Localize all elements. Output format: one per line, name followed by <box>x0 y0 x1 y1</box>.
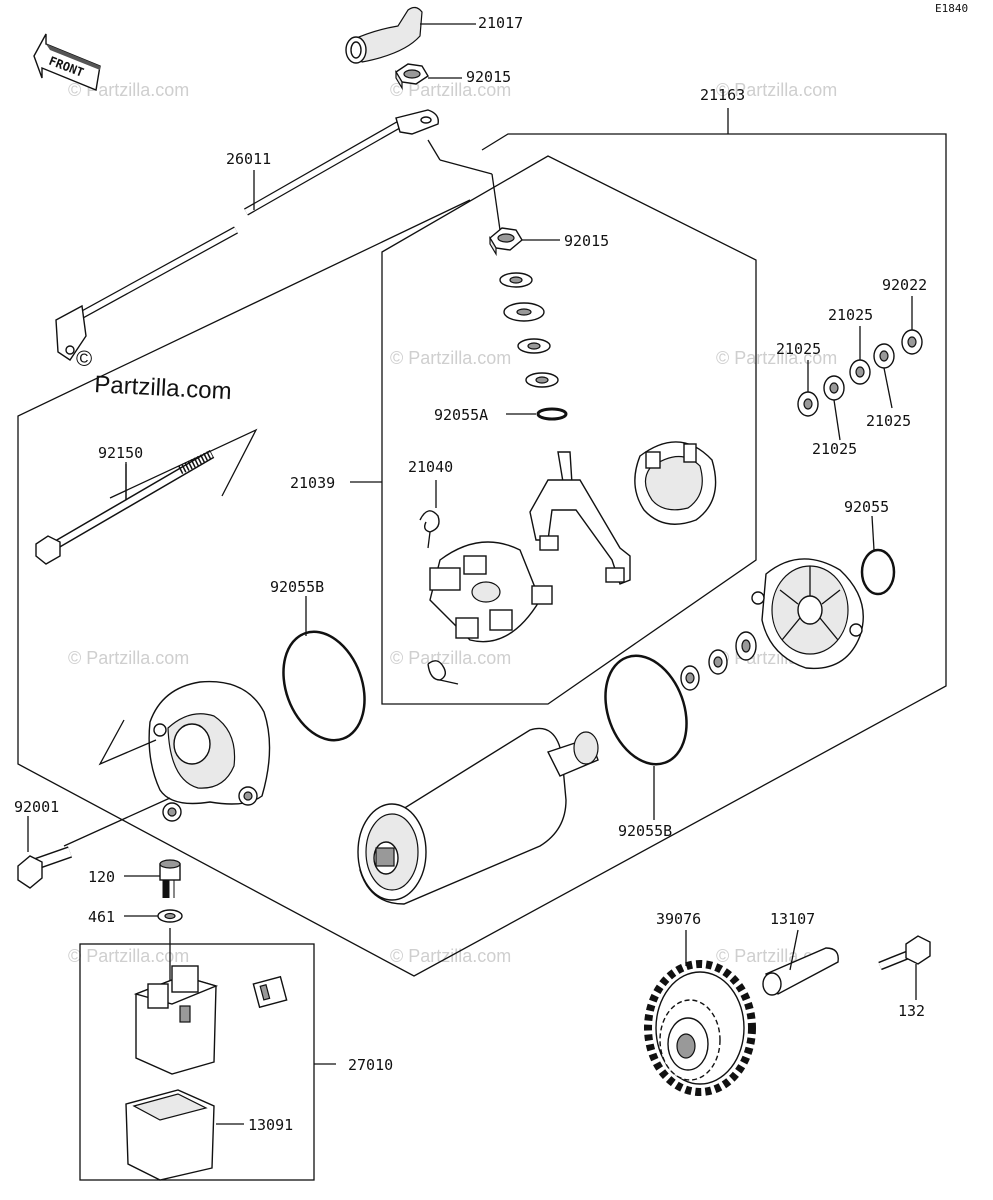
callout-92150: 92150 <box>98 444 143 462</box>
brush-holder-box <box>381 155 757 705</box>
callout-39076: 39076 <box>656 910 701 928</box>
callout-21025: 21025 <box>812 440 857 458</box>
watermark: © Partzilla.com <box>68 946 189 966</box>
small-spring <box>427 660 459 685</box>
callout-92055: 92055 <box>844 498 889 516</box>
starter-cable <box>55 109 439 361</box>
callout-21163: 21163 <box>700 86 745 104</box>
gear-shaft <box>762 947 839 996</box>
front-cover <box>148 680 271 822</box>
terminal-cap <box>345 6 423 64</box>
callout-92015: 92015 <box>564 232 609 250</box>
brand-watermark-text: Partzilla.com <box>94 371 233 405</box>
callout-132: 132 <box>898 1002 925 1020</box>
starter-relay <box>133 965 219 1075</box>
callout-13091: 13091 <box>248 1116 293 1134</box>
assembly-outline <box>17 133 947 977</box>
washer-small-stack <box>680 631 757 691</box>
callout-21040: 21040 <box>408 458 453 476</box>
watermark: © Partzilla.com <box>390 648 511 668</box>
brush-holder-plate <box>429 541 553 643</box>
callout-21017: 21017 <box>478 14 523 32</box>
rear-cover <box>751 558 864 670</box>
fuse <box>252 975 288 1009</box>
nut-top <box>395 63 429 91</box>
brush-spring <box>419 510 440 549</box>
screw-120 <box>159 859 181 898</box>
callout-26011: 26011 <box>226 150 271 168</box>
o-ring-92055B-right <box>604 654 688 766</box>
brush-plate <box>529 451 631 585</box>
o-ring-92055 <box>860 548 896 596</box>
watermark: © Partzilla.com <box>716 80 837 100</box>
long-bolt <box>35 449 215 565</box>
brush-ring <box>634 441 717 525</box>
front-arrow: FRONT <box>33 33 101 91</box>
callout-21025: 21025 <box>776 340 821 358</box>
leader-line <box>439 159 493 175</box>
washer-461 <box>157 909 183 923</box>
callout-92022: 92022 <box>882 276 927 294</box>
callout-21025: 21025 <box>828 306 873 324</box>
watermark: © Partzilla.com <box>716 348 837 368</box>
leader-line <box>427 139 441 161</box>
watermark: © Partzilla.com <box>68 80 189 100</box>
watermark: © Partzilla.com <box>390 80 511 100</box>
watermark: © Partzilla.com <box>68 648 189 668</box>
callout-120: 120 <box>88 868 115 886</box>
leader-line <box>491 173 501 231</box>
washer-stack <box>499 272 568 421</box>
callout-92055B: 92055B <box>618 822 672 840</box>
callout-92055A: 92055A <box>434 406 488 424</box>
diagram-code: E1840 <box>935 2 968 15</box>
starter-motor <box>357 727 599 905</box>
callout-92001: 92001 <box>14 798 59 816</box>
svg-text:©: © <box>76 346 92 371</box>
watermark: © Partzilla.com <box>390 348 511 368</box>
nut-mid <box>489 227 523 257</box>
brand-watermark: © Partzilla.com <box>76 346 232 405</box>
mount-bolt <box>17 846 72 889</box>
callout-21039: 21039 <box>290 474 335 492</box>
callout-27010: 27010 <box>348 1056 393 1074</box>
callout-13107: 13107 <box>770 910 815 928</box>
relay-cover <box>125 1089 215 1181</box>
relay-box-outline <box>79 943 315 1181</box>
idle-gear <box>644 960 756 1096</box>
callout-92055B: 92055B <box>270 578 324 596</box>
o-ring-92055B-left <box>282 630 366 742</box>
callout-92015: 92015 <box>466 68 511 86</box>
callout-21025: 21025 <box>866 412 911 430</box>
washer-group-right <box>797 329 923 417</box>
gear-bolt <box>878 935 931 971</box>
callout-461: 461 <box>88 908 115 926</box>
